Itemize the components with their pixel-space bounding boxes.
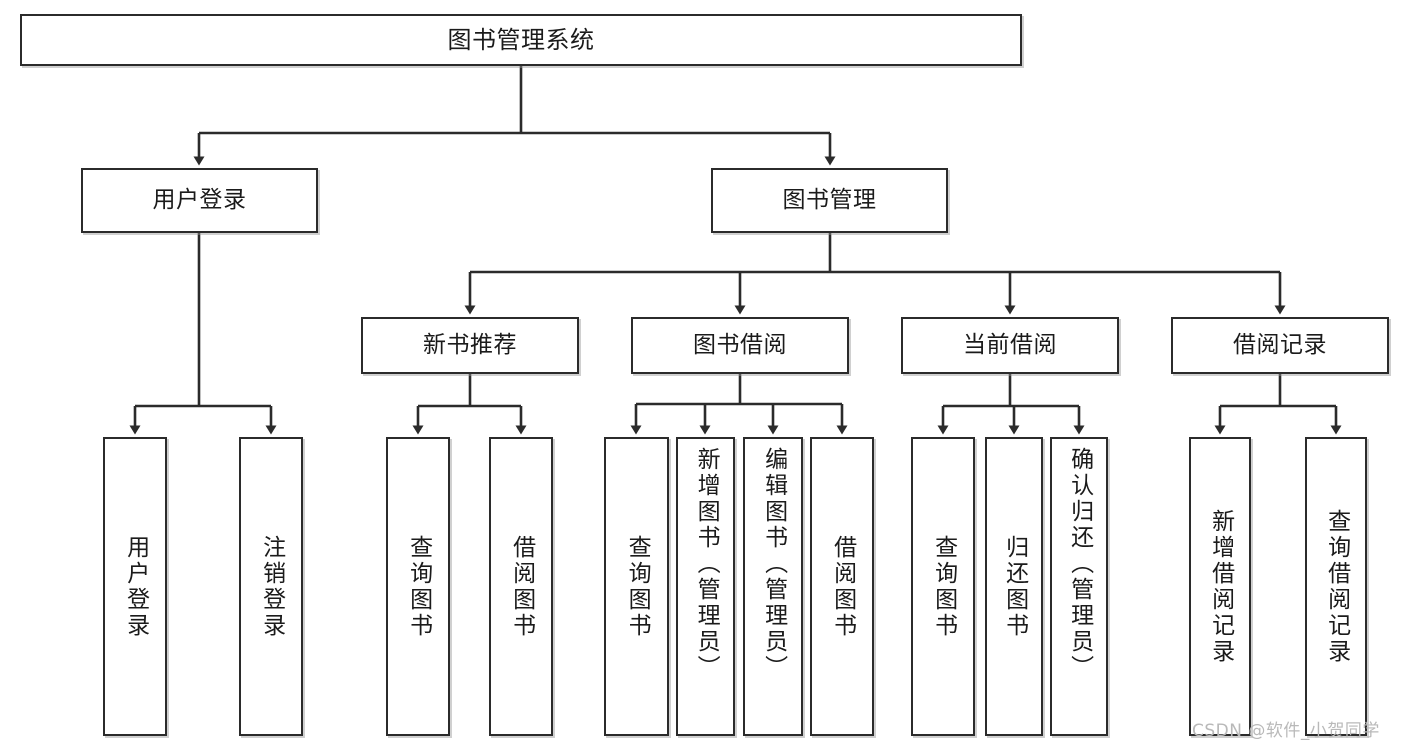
node-leaf-add-borrow-record[interactable]: 新增借阅记录 [1189, 437, 1251, 736]
node-leaf-add-book-label: 新增图书（管理员） [693, 447, 720, 681]
node-current-borrow[interactable]: 当前借阅 [901, 317, 1119, 374]
node-leaf-query-borrow-record-label: 查询借阅记录 [1323, 508, 1350, 665]
node-leaf-query-book-rec-label: 查询图书 [405, 534, 432, 639]
node-book-borrow[interactable]: 图书借阅 [631, 317, 849, 374]
node-leaf-logout-label: 注销登录 [258, 534, 285, 639]
node-root[interactable]: 图书管理系统 [20, 14, 1022, 66]
node-borrow-record-label: 借阅记录 [1233, 331, 1327, 358]
node-user-login-label: 用户登录 [152, 186, 247, 213]
node-leaf-edit-book[interactable]: 编辑图书（管理员） [743, 437, 803, 736]
node-leaf-borrow-book-rec-label: 借阅图书 [508, 534, 535, 639]
node-leaf-query-book-borrow[interactable]: 查询图书 [604, 437, 669, 736]
watermark: CSDN @软件_小贺同学 [1192, 716, 1380, 741]
node-book-borrow-label: 图书借阅 [693, 331, 787, 358]
node-book-management[interactable]: 图书管理 [711, 168, 948, 233]
node-new-book-recommend[interactable]: 新书推荐 [361, 317, 579, 374]
node-leaf-return-book-label: 归还图书 [1001, 534, 1028, 639]
node-current-borrow-label: 当前借阅 [963, 331, 1057, 358]
node-leaf-edit-book-label: 编辑图书（管理员） [760, 447, 787, 681]
node-leaf-add-book[interactable]: 新增图书（管理员） [676, 437, 735, 736]
node-leaf-borrow-book-label: 借阅图书 [829, 534, 856, 639]
node-leaf-query-book-cur[interactable]: 查询图书 [911, 437, 975, 736]
node-new-book-recommend-label: 新书推荐 [423, 331, 517, 358]
node-leaf-borrow-book-rec[interactable]: 借阅图书 [489, 437, 553, 736]
node-user-login[interactable]: 用户登录 [81, 168, 318, 233]
node-root-label: 图书管理系统 [447, 25, 595, 54]
node-leaf-add-borrow-record-label: 新增借阅记录 [1207, 508, 1234, 665]
node-leaf-return-book[interactable]: 归还图书 [985, 437, 1043, 736]
node-leaf-query-book-borrow-label: 查询图书 [624, 534, 651, 639]
node-leaf-query-book-rec[interactable]: 查询图书 [386, 437, 450, 736]
node-leaf-confirm-return-label: 确认归还（管理员） [1066, 447, 1093, 681]
node-book-management-label: 图书管理 [782, 186, 877, 213]
node-leaf-logout[interactable]: 注销登录 [239, 437, 303, 736]
node-leaf-query-book-cur-label: 查询图书 [930, 534, 957, 639]
node-leaf-query-borrow-record[interactable]: 查询借阅记录 [1305, 437, 1367, 736]
node-borrow-record[interactable]: 借阅记录 [1171, 317, 1389, 374]
node-leaf-user-login[interactable]: 用户登录 [103, 437, 167, 736]
watermark-text: CSDN @软件_小贺同学 [1192, 721, 1380, 741]
node-leaf-user-login-label: 用户登录 [122, 534, 149, 639]
node-leaf-borrow-book[interactable]: 借阅图书 [810, 437, 874, 736]
node-leaf-confirm-return[interactable]: 确认归还（管理员） [1050, 437, 1108, 736]
